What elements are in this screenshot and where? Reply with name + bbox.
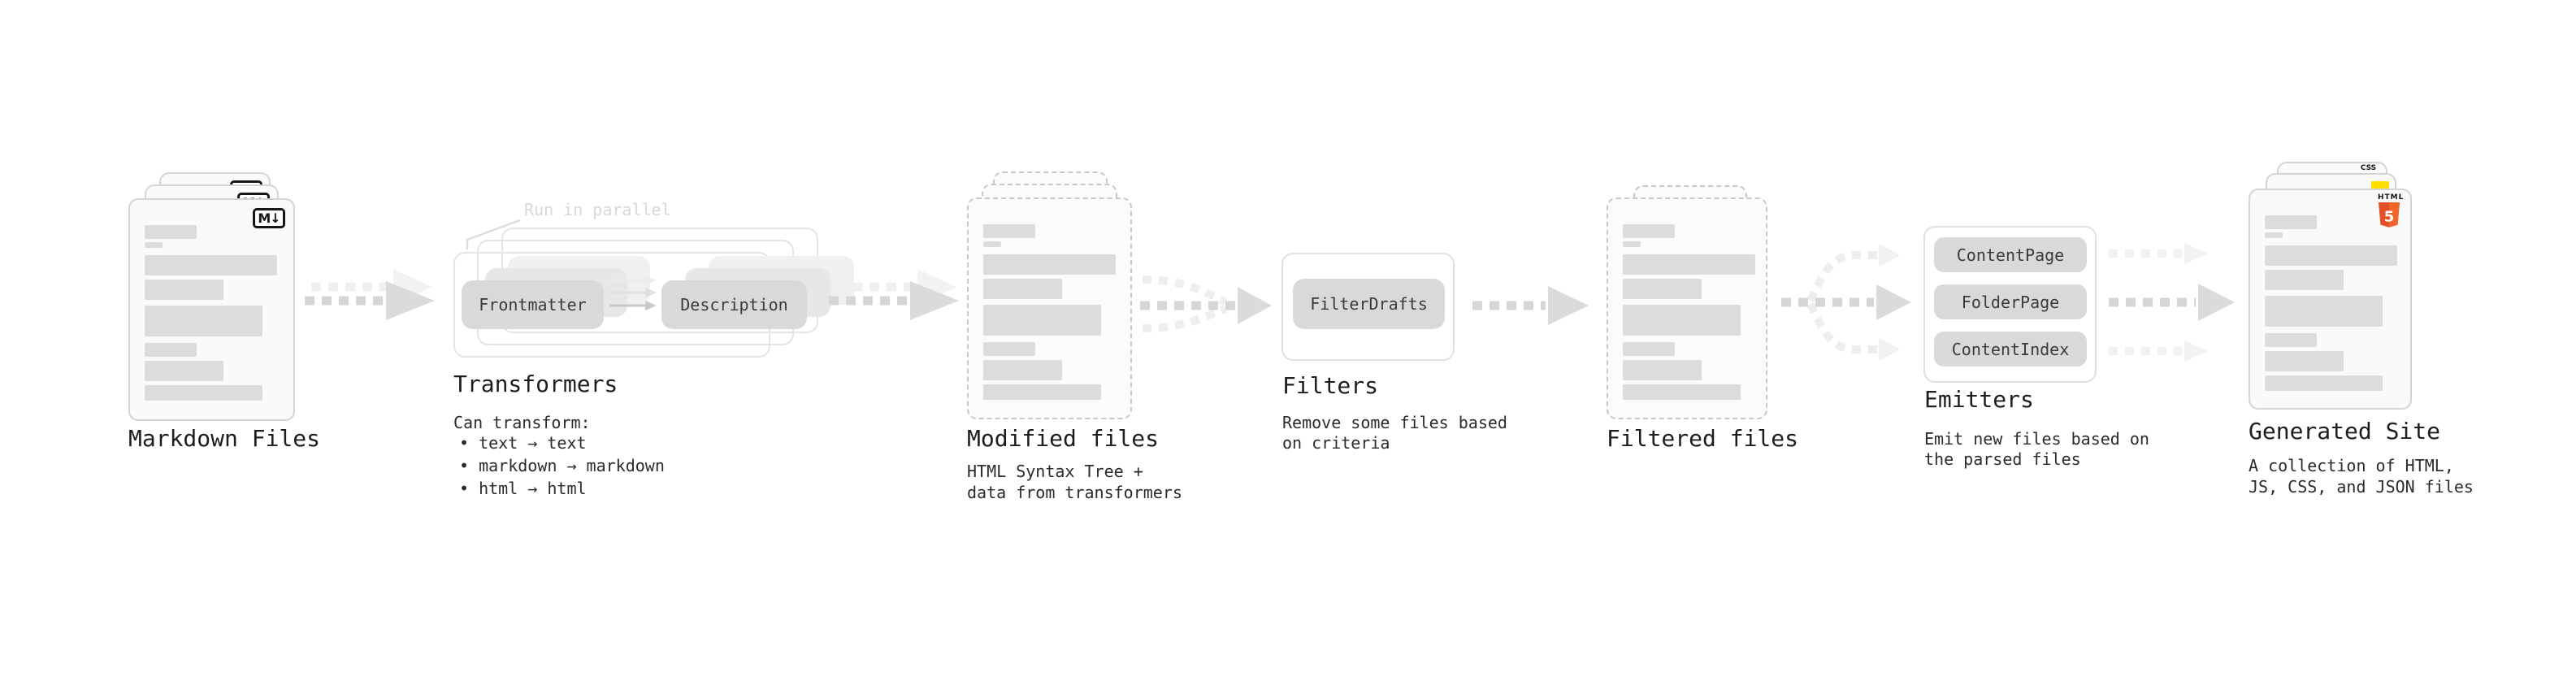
description-pill: Description [661,280,807,329]
filtered-files-label: Filtered files [1607,425,1799,452]
markdown-icon: M↓ [253,208,285,228]
contentpage-pill: ContentPage [1934,237,2087,272]
transform-bullet: • text → text [459,433,587,453]
svg-text:5: 5 [2384,209,2395,226]
text-placeholder-bar [983,241,1001,247]
text-placeholder-bar [1623,305,1741,336]
text-placeholder-bar [2265,232,2283,238]
html5-wordmark: HTML [2378,193,2405,202]
flow-arrow-transformers-to-modified [829,269,959,320]
text-placeholder-bar [145,242,163,248]
text-placeholder-bar [1623,254,1755,275]
html5-shield: 5 [2379,202,2400,228]
text-placeholder-bar [1623,384,1741,400]
text-placeholder-bar [1623,360,1702,380]
text-placeholder-bar [2265,296,2383,327]
transformer-inner-arrows [609,275,657,310]
text-placeholder-bar [983,360,1062,380]
note-line: Remove some files based [1282,413,1507,432]
text-placeholder-bar [145,280,223,300]
contentindex-pill: ContentIndex [1934,332,2087,367]
text-placeholder-bar [2265,351,2344,371]
run-in-parallel-annotation: Run in parallel [524,200,671,219]
note-line: data from transformers [967,483,1182,502]
transform-bullet: • markdown → markdown [459,456,665,475]
markdown-page-front: M↓ [128,198,295,421]
flow-arrow-filtered-to-emitters [1781,244,1911,361]
generated-page-front: HTML 5 [2249,189,2412,410]
transform-bullet: • html → html [459,479,587,498]
text-placeholder-bar [2265,215,2317,229]
folderpage-pill: FolderPage [1934,284,2087,319]
text-placeholder-bar [1623,241,1641,247]
html5-file-icon: HTML 5 [2378,193,2405,232]
text-placeholder-bar [145,385,262,401]
text-placeholder-bar [2265,270,2344,290]
transformers-note-heading: Can transform: [453,413,591,432]
flow-arrow-filters-to-filtered [1472,286,1589,325]
note-line: JS, CSS, and JSON files [2249,477,2474,497]
css-badge-text: CSS [2360,164,2377,172]
text-placeholder-bar [145,306,262,336]
flow-arrow-markdown-to-transformers [305,269,435,320]
transformers-bullet-list: • text → text • markdown → markdown • ht… [459,432,665,500]
text-placeholder-bar [1623,342,1675,356]
text-placeholder-bar [145,225,197,239]
note-line: the parsed files [1924,449,2081,469]
text-placeholder-bar [983,254,1116,275]
text-placeholder-bar [2265,375,2383,391]
text-placeholder-bar [983,342,1035,356]
text-placeholder-bar [2265,333,2317,347]
filtered-page-front [1607,197,1767,419]
note-line: HTML Syntax Tree + [967,462,1143,481]
note-line: Emit new files based on [1924,429,2149,449]
markdown-files-label: Markdown Files [128,425,321,452]
transformers-label: Transformers [453,371,618,397]
modified-files-note: HTML Syntax Tree + data from transformer… [967,461,1182,503]
emitters-label: Emitters [1924,386,2034,413]
emitters-note: Emit new files based on the parsed files [1924,429,2149,470]
run-in-parallel-leader-line [466,219,521,249]
js-file-icon [2371,181,2389,190]
note-line: A collection of HTML, [2249,456,2454,475]
flow-arrow-modified-to-filters [1140,275,1272,332]
filters-label: Filters [1282,372,1379,399]
modified-files-label: Modified files [967,425,1160,452]
text-placeholder-bar [2265,245,2397,266]
text-placeholder-bar [983,279,1062,299]
text-placeholder-bar [1623,279,1702,299]
modified-page-front [967,197,1132,419]
text-placeholder-bar [983,384,1101,400]
flow-arrow-emitters-to-generated [2109,243,2235,362]
filters-note: Remove some files based on criteria [1282,413,1507,453]
frontmatter-pill: Frontmatter [462,280,604,329]
generated-site-note: A collection of HTML, JS, CSS, and JSON … [2249,455,2474,497]
text-placeholder-bar [145,343,197,357]
text-placeholder-bar [1623,224,1675,238]
text-placeholder-bar [145,361,223,381]
generated-site-label: Generated Site [2249,418,2441,445]
text-placeholder-bar [983,224,1035,238]
text-placeholder-bar [983,305,1101,336]
filterdrafts-pill: FilterDrafts [1293,279,1445,329]
note-line: on criteria [1282,433,1390,453]
text-placeholder-bar [145,255,277,275]
